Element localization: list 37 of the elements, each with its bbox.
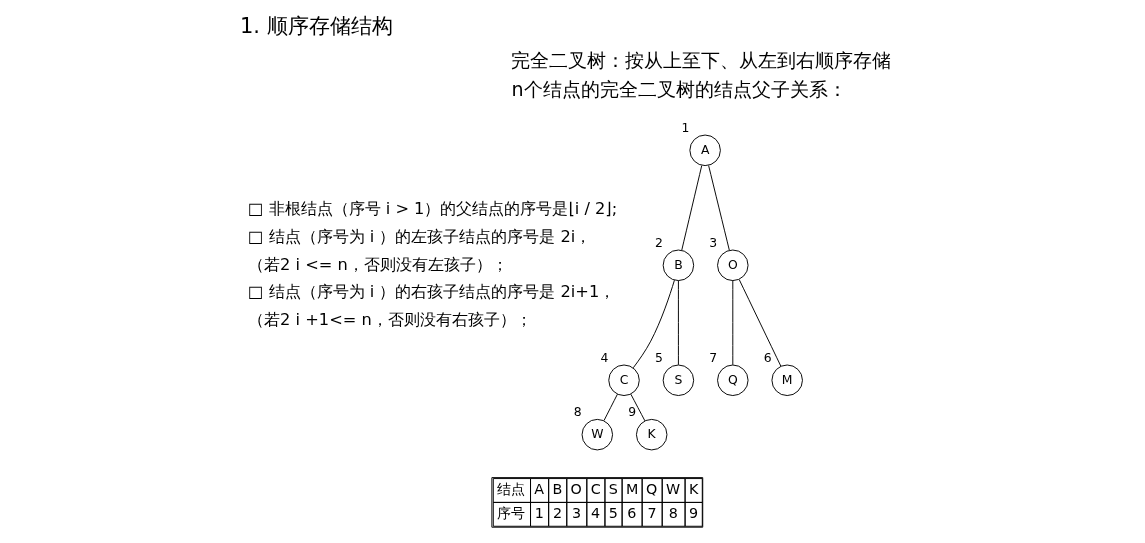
node-label: 5 <box>654 349 663 365</box>
label: 完全二叉树：按从上至下、从左到右顺序存储 <box>511 49 892 72</box>
label: C <box>590 480 601 497</box>
label: 序号 <box>497 504 526 521</box>
label: □ 结点（序号为 i ）的左孩子结点的序号是 2i， <box>248 227 592 247</box>
label: 7 <box>647 504 657 521</box>
label: M <box>625 480 639 497</box>
label: O <box>570 480 582 497</box>
label: □ 结点（序号为 i ）的右孩子结点的序号是 2i+1， <box>248 282 616 302</box>
label: 5 <box>608 504 618 521</box>
node-label: 4 <box>600 349 609 365</box>
label: 6 <box>627 504 637 521</box>
node-label: 3 <box>709 234 718 250</box>
label: （若2 i +1<= n，否则没有右孩子）； <box>248 310 532 330</box>
label: W <box>666 480 681 497</box>
label: 1 <box>534 504 544 521</box>
label: 结点 <box>497 480 526 497</box>
label: 3 <box>572 504 582 521</box>
label: n个结点的完全二叉树的结点父子关系： <box>511 77 847 100</box>
node-label: 8 <box>573 403 582 419</box>
label: S <box>608 480 618 497</box>
label: 8 <box>668 504 678 521</box>
label: 2 <box>552 504 563 521</box>
label: B <box>552 480 563 497</box>
node-label: 7 <box>709 349 718 365</box>
label: 4 <box>591 504 601 521</box>
node-label: 9 <box>628 403 637 419</box>
label: □ 非根结点（序号 i > 1）的父结点的序号是⌊i / 2⌋; <box>248 199 618 219</box>
label: K <box>688 480 699 497</box>
label: Q <box>645 480 658 497</box>
node-label: 1 <box>681 119 690 135</box>
label: 9 <box>688 504 699 521</box>
label: （若2 i <= n，否则没有左孩子）； <box>248 254 508 274</box>
label: A <box>534 480 545 497</box>
node-label: 6 <box>763 349 772 365</box>
diagram-title: 1. 顺序存储结构 <box>239 13 393 38</box>
node-label: 2 <box>654 234 663 250</box>
